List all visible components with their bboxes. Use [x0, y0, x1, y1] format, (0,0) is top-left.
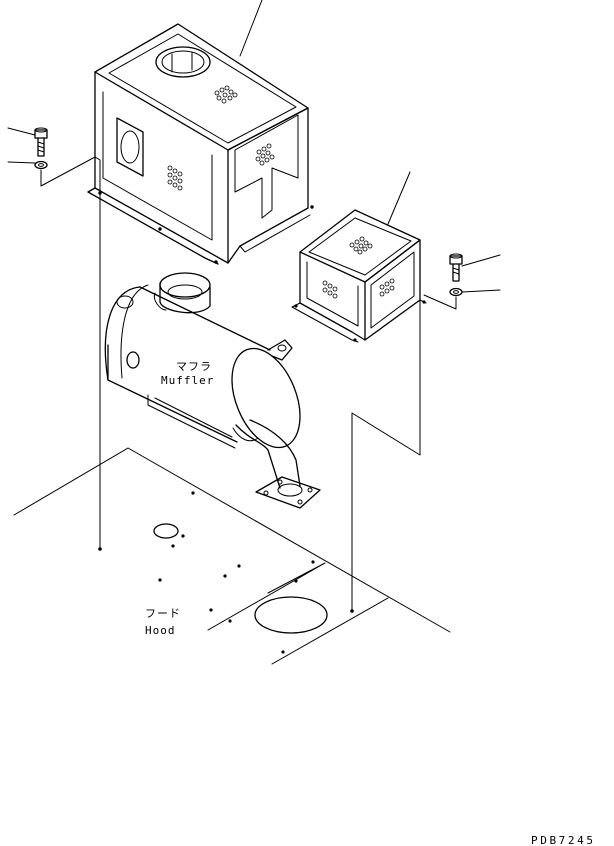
muffler-label-jp: マフラ — [176, 360, 212, 373]
washer-right — [350, 287, 501, 613]
hood-label-en: Hood — [145, 624, 176, 637]
hood-plate — [13, 447, 451, 665]
bolt-left — [7, 127, 48, 157]
drawing-code: PDB7245 — [531, 834, 596, 846]
muffler-label-en: Muffler — [161, 374, 214, 387]
large-muffler-cover — [87, 0, 314, 265]
hood-label-jp: フード — [145, 607, 181, 620]
bolt-right — [449, 253, 501, 282]
muffler — [104, 272, 321, 509]
vent-holes — [167, 85, 395, 299]
washer-left — [7, 156, 102, 551]
small-cover — [291, 171, 427, 343]
